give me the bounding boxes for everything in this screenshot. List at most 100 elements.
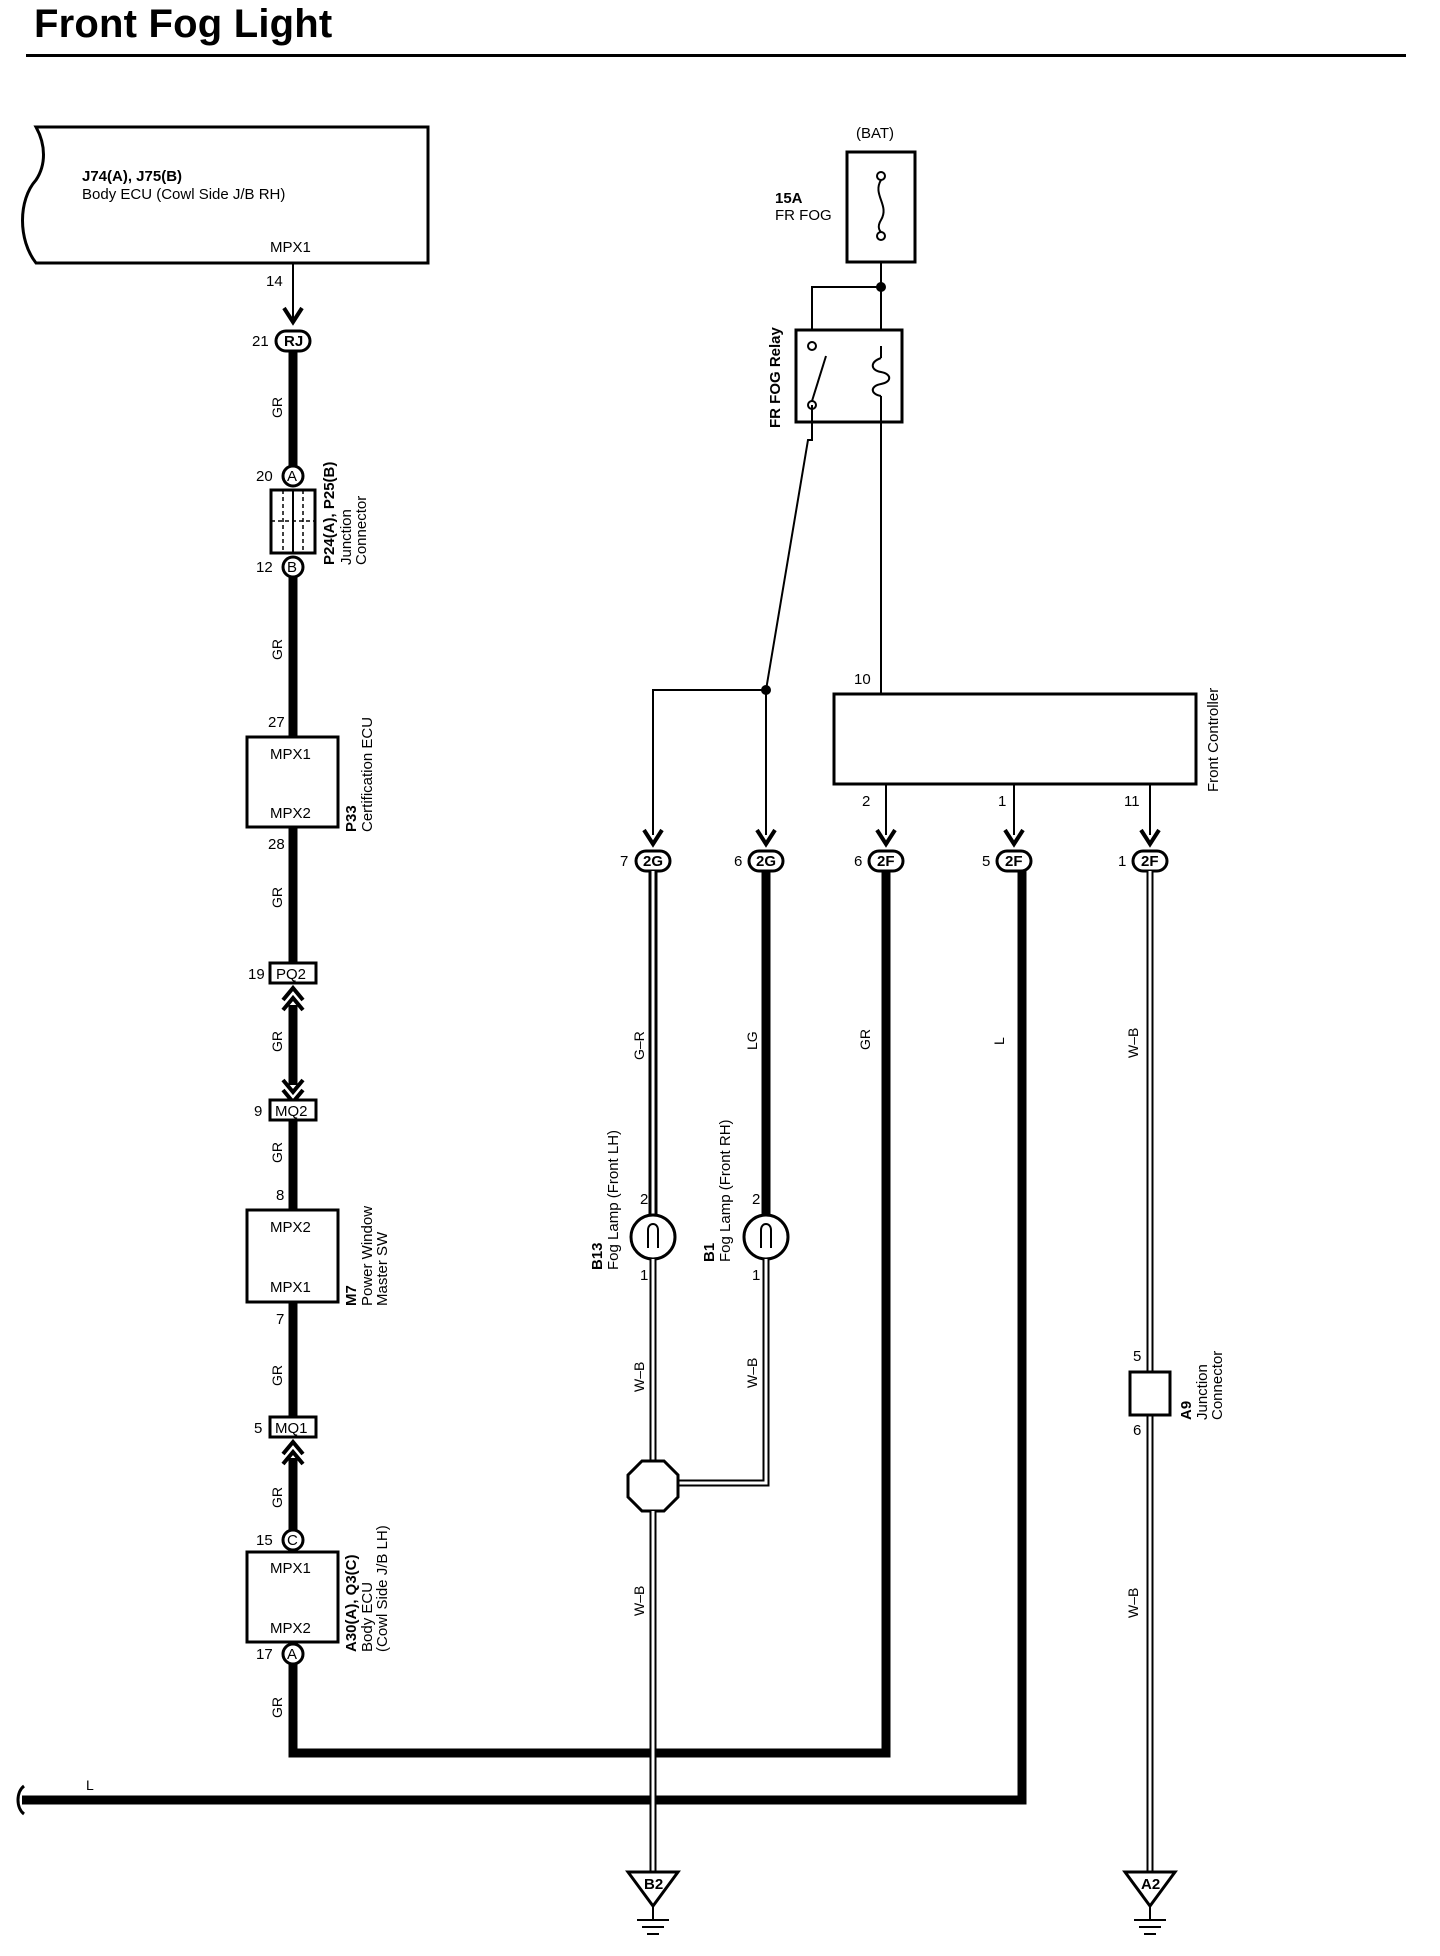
pw-master-name-1: Power Window bbox=[359, 1206, 376, 1306]
junction-a9-name-1: Junction bbox=[1194, 1364, 1211, 1420]
body-ecu-rh-terminal: MPX1 bbox=[270, 239, 311, 256]
wire-label-gr-5: GR bbox=[269, 1142, 285, 1163]
cert-ecu-t2: MPX2 bbox=[270, 805, 311, 822]
ground-b2-label: B2 bbox=[644, 1876, 663, 1893]
junction-a9-id: A9 bbox=[1178, 1401, 1195, 1420]
body-ecu-lh-id: A30(A), Q3(C) bbox=[343, 1554, 360, 1652]
wire-w-b-rh bbox=[676, 1259, 770, 1487]
pin-5-mq1: 5 bbox=[254, 1420, 262, 1437]
wire-label-w-b-a9-lower: W–B bbox=[1125, 1588, 1141, 1618]
fog-rh-id: B1 bbox=[701, 1243, 718, 1262]
connector-2g-6: 2G bbox=[747, 849, 785, 873]
wire-label-gr-4: GR bbox=[269, 1031, 285, 1052]
arrow-2f-1 bbox=[1139, 828, 1161, 848]
ground-a2: A2 bbox=[1122, 1870, 1178, 1935]
connector-rj-label: RJ bbox=[284, 333, 303, 350]
junction-a9-name-2: Connector bbox=[1209, 1351, 1226, 1420]
wire-l-bottom bbox=[22, 870, 1027, 1805]
connector-body-lh-a-label: A bbox=[287, 1646, 297, 1663]
pin-10: 10 bbox=[854, 671, 871, 688]
fr-fog-relay-box bbox=[794, 328, 904, 424]
pin-5-2f: 5 bbox=[982, 853, 990, 870]
body-ecu-lh-t1: MPX1 bbox=[270, 1560, 311, 1577]
wire-label-l-ctrl: L bbox=[991, 1037, 1007, 1045]
wire-label-w-b-lh-lower: W–B bbox=[631, 1586, 647, 1616]
body-ecu-lh-name-2: (Cowl Side J/B LH) bbox=[374, 1525, 391, 1652]
relay-label: FR FOG Relay bbox=[767, 326, 784, 428]
pin-12: 12 bbox=[256, 559, 273, 576]
wire-label-gr-6: GR bbox=[269, 1365, 285, 1386]
connector-2f-6: 2F bbox=[867, 849, 905, 873]
pw-master-t1: MPX2 bbox=[270, 1219, 311, 1236]
pin-11-ctrl: 11 bbox=[1124, 793, 1140, 810]
wire-label-lg: LG bbox=[744, 1031, 760, 1050]
connector-rj: RJ bbox=[274, 329, 312, 353]
wire-relay-out bbox=[765, 405, 813, 691]
connector-2g-7-label: 2G bbox=[643, 853, 663, 870]
connector-2f-6-label: 2F bbox=[877, 853, 895, 870]
pin-14: 14 bbox=[266, 273, 283, 290]
arrow-up-mq1-2 bbox=[281, 1448, 305, 1466]
arrow-2f-6 bbox=[875, 828, 897, 848]
front-controller-box bbox=[832, 692, 1198, 786]
pin-27: 27 bbox=[268, 714, 285, 731]
junction-p-id: P24(A), P25(B) bbox=[321, 462, 338, 565]
connector-2f-5-label: 2F bbox=[1005, 853, 1023, 870]
pin-1-fog-lh: 1 bbox=[640, 1267, 648, 1284]
cert-ecu-name: Certification ECU bbox=[359, 717, 376, 832]
pin-19: 19 bbox=[248, 966, 265, 983]
wire-label-gr-8: GR bbox=[269, 1697, 285, 1718]
arrow-2g-7 bbox=[642, 828, 664, 848]
ground-a2-label: A2 bbox=[1141, 1876, 1160, 1893]
pin-20: 20 bbox=[256, 468, 273, 485]
wire-label-gr-7: GR bbox=[269, 1487, 285, 1508]
wire-label-gr-ctrl: GR bbox=[857, 1029, 873, 1050]
wire-label-w-b-rh: W–B bbox=[744, 1358, 760, 1388]
wire-label-gr-1: GR bbox=[269, 397, 285, 418]
connector-body-lh-c bbox=[281, 1528, 305, 1552]
wire-to-2g-7 bbox=[652, 689, 766, 835]
power-window-master-sw-box: MPX2 MPX1 bbox=[245, 1208, 340, 1304]
front-controller-label: Front Controller bbox=[1205, 688, 1222, 792]
pin-1-2f: 1 bbox=[1118, 853, 1126, 870]
fog-lh-id: B13 bbox=[589, 1242, 606, 1270]
pw-master-id: M7 bbox=[343, 1285, 360, 1306]
connector-pq2: PQ2 bbox=[268, 961, 318, 985]
junction-connector-a9 bbox=[1128, 1370, 1172, 1417]
pin-17: 17 bbox=[256, 1646, 273, 1663]
connector-mq1: MQ1 bbox=[268, 1415, 318, 1439]
fog-lh-name: Fog Lamp (Front LH) bbox=[605, 1130, 622, 1270]
arrow-up-pq2-2 bbox=[281, 994, 305, 1012]
page-title: Front Fog Light bbox=[34, 2, 333, 46]
pin-21: 21 bbox=[252, 333, 269, 350]
wire-label-gr-2: GR bbox=[269, 639, 285, 660]
pin-9: 9 bbox=[254, 1103, 262, 1120]
connector-p-b-label: B bbox=[287, 559, 297, 576]
fog-lamp-lh bbox=[629, 1213, 677, 1261]
certification-ecu-box: MPX1 MPX2 bbox=[245, 735, 340, 829]
connector-2f-1: 2F bbox=[1131, 849, 1169, 873]
fuse-name: FR FOG bbox=[775, 207, 832, 224]
connector-pq2-label: PQ2 bbox=[276, 966, 306, 983]
ground-b2: B2 bbox=[625, 1870, 681, 1935]
body-ecu-lh-box: MPX1 MPX2 bbox=[245, 1550, 340, 1644]
wire-label-l-bottom: L bbox=[86, 1777, 94, 1793]
arrow-2g-6 bbox=[755, 828, 777, 848]
junction-connector-p24-p25 bbox=[269, 488, 317, 555]
pin-7-2g: 7 bbox=[620, 853, 628, 870]
pin-6-2g: 6 bbox=[734, 853, 742, 870]
pin-6-a9: 6 bbox=[1133, 1422, 1141, 1439]
pw-master-t2: MPX1 bbox=[270, 1279, 311, 1296]
connector-body-lh-c-label: C bbox=[287, 1532, 298, 1549]
junction-p-name-2: Connector bbox=[353, 496, 370, 565]
pin-7: 7 bbox=[276, 1311, 284, 1328]
connector-p-a-label: A bbox=[287, 468, 297, 485]
body-ecu-rh-box: J74(A), J75(B) Body ECU (Cowl Side J/B R… bbox=[21, 125, 430, 265]
cert-ecu-id: P33 bbox=[343, 805, 360, 832]
fuse-15a-fr-fog bbox=[845, 150, 917, 264]
pw-master-name-2: Master SW bbox=[374, 1231, 391, 1306]
title-underline bbox=[26, 54, 1406, 57]
connector-2f-5: 2F bbox=[995, 849, 1033, 873]
body-ecu-rh-id: J74(A), J75(B) bbox=[82, 168, 182, 185]
